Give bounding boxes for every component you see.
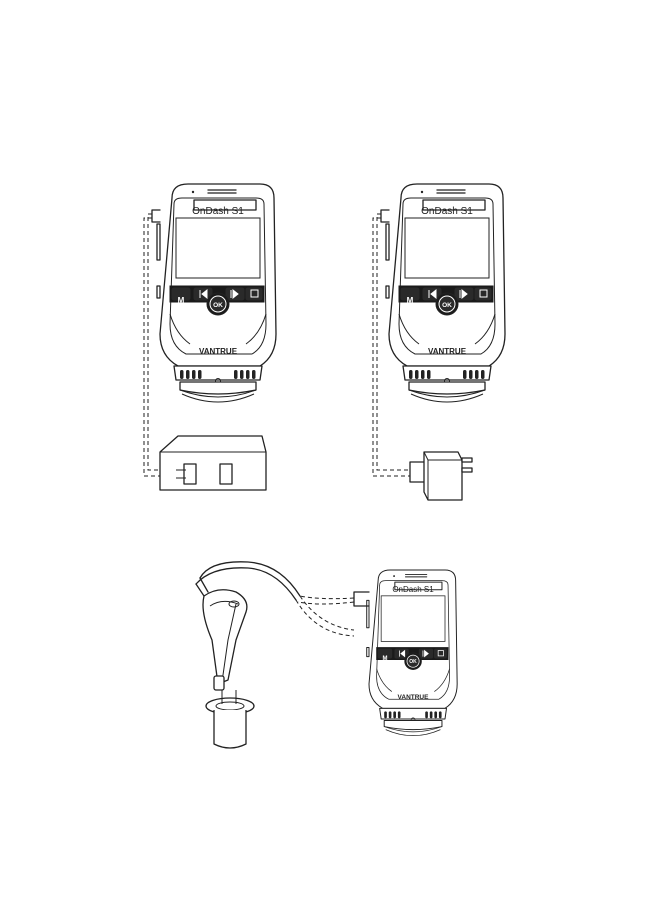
dashcam-2-mode-button: M — [407, 296, 414, 305]
dashcam-3-brand-logo: VANTRUE — [398, 694, 430, 701]
dashcam-1-brand-logo: VANTRUE — [199, 347, 238, 356]
dashcam-2-model-label: OnDash S1 — [421, 206, 473, 217]
dashcam-1-ok-button: OK — [213, 302, 223, 309]
dashcam-2-brand-logo: VANTRUE — [428, 347, 467, 356]
car-charger-icon — [203, 590, 254, 748]
dashcam-3-mode-button: M — [383, 656, 388, 662]
dashcam-1-mode-button: M — [178, 296, 185, 305]
dashcam-2-ok-button: OK — [442, 302, 452, 309]
dashcam-3-model-label: OnDash S1 — [392, 585, 434, 594]
dashcam-3-ok-button: OK — [409, 659, 417, 665]
dashcam-3: OnDash S1 M OK VANTRUE — [367, 570, 457, 736]
power-bank-icon — [160, 436, 266, 490]
wall-adapter-icon — [410, 452, 472, 500]
dashcam-1: OnDash S1 M OK VANTRUE — [157, 184, 276, 402]
dashcam-2: OnDash S1 M OK VANTRUE — [386, 184, 505, 402]
dashcam-1-model-label: OnDash S1 — [192, 206, 244, 217]
